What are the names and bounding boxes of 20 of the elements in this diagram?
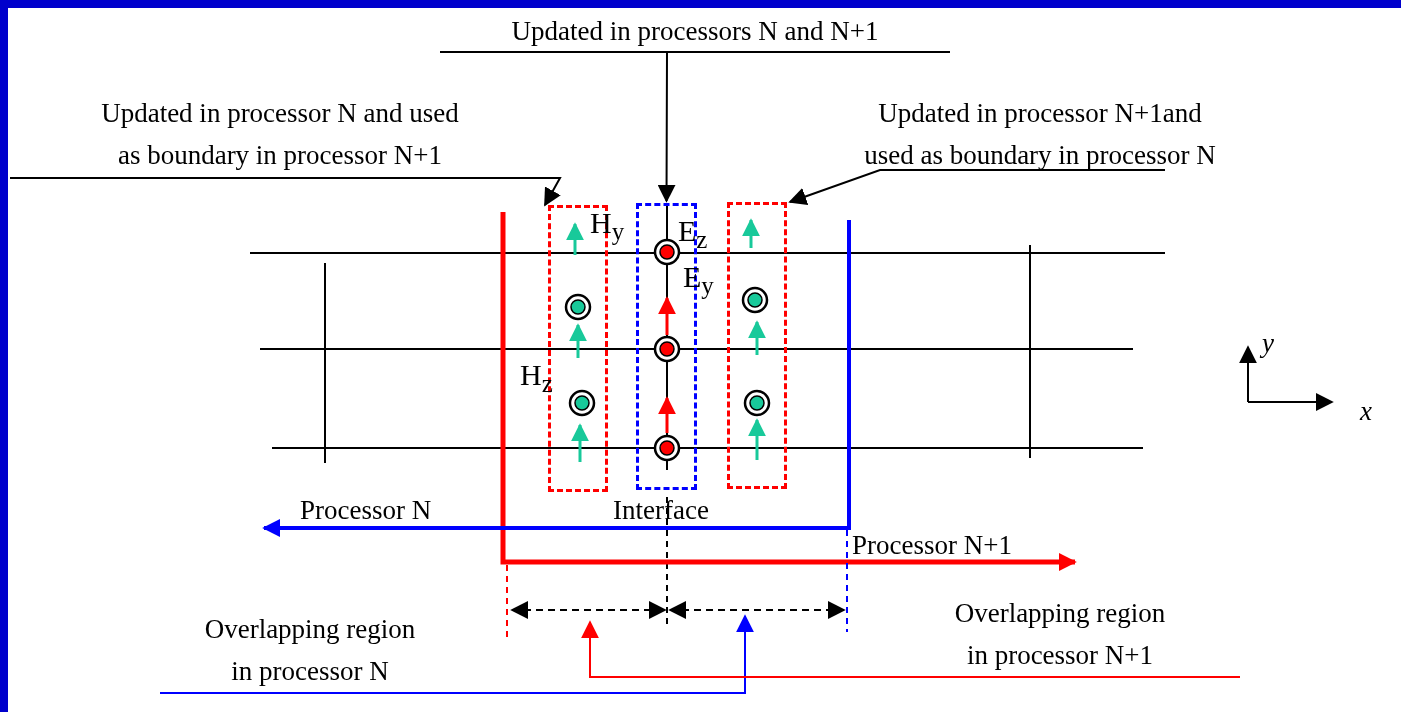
region-label: Processor N (300, 495, 432, 525)
callout-text: Overlapping region in processor N (160, 608, 460, 693)
callout-text: Updated in processor N+1and used as boundary in processor N (800, 92, 1280, 170)
leader-line (9, 177, 562, 207)
axis-label: y (1262, 328, 1274, 358)
region-label: Processor N+1 (852, 530, 1012, 560)
field-label: H$_{y}$ (590, 208, 625, 247)
field-label: H$_{z}$ (520, 360, 553, 399)
interface-label: Interface (613, 495, 709, 525)
leader-line (581, 620, 1241, 678)
dashed-region-box (727, 202, 787, 489)
callout-text: Overlapping region in processor N+1 (880, 592, 1240, 677)
callout-text: Updated in processors N and N+1 (440, 10, 950, 52)
axis-label: x (1360, 396, 1372, 426)
field-label: E$_{z}$ (678, 216, 708, 255)
field-label: E$_{y}$ (683, 262, 714, 301)
leader-line (159, 614, 754, 694)
leader-line (788, 169, 1166, 206)
leader-line (439, 51, 951, 203)
callout-text: Updated in processor N and used as boundary in processor N+1 (10, 92, 550, 178)
